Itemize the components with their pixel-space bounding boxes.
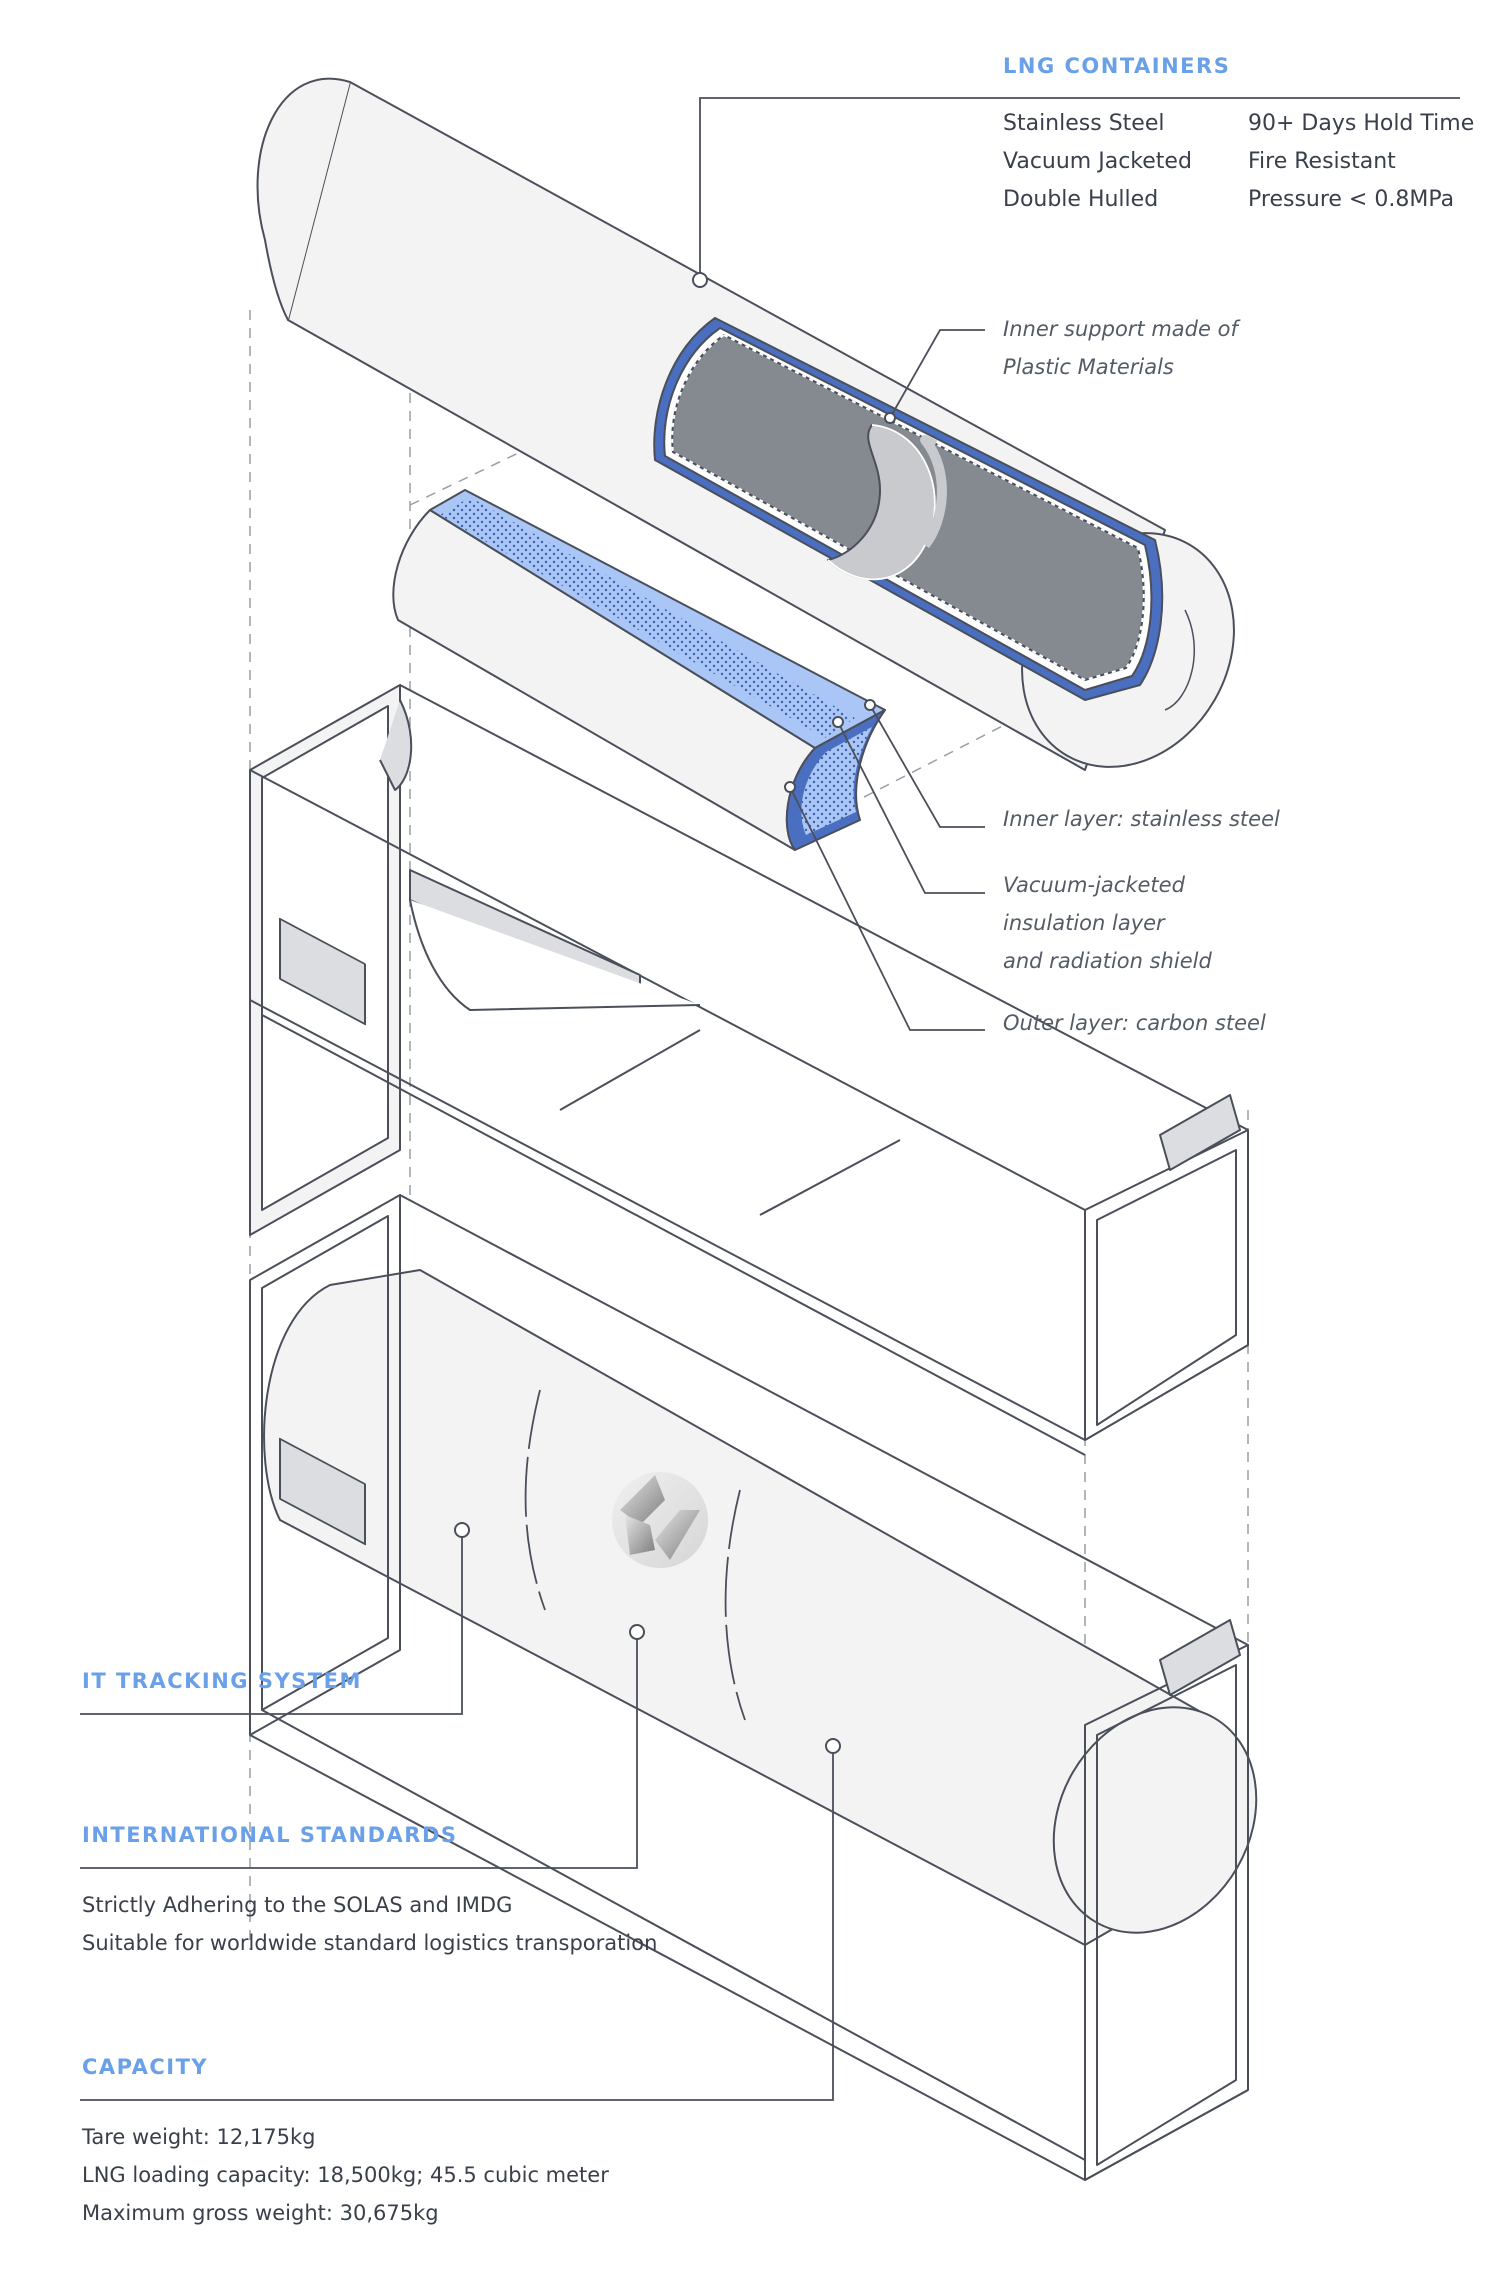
capacity-line: Maximum gross weight: 30,675kg	[82, 2201, 439, 2225]
it-tracking-heading: IT TRACKING SYSTEM	[82, 1669, 362, 1693]
capacity-line: Tare weight: 12,175kg	[82, 2125, 316, 2149]
feature-item: 90+ Days Hold Time	[1248, 111, 1475, 136]
feature-item: Stainless Steel	[1003, 111, 1165, 136]
capacity-line: LNG loading capacity: 18,500kg; 45.5 cub…	[82, 2163, 609, 2187]
lng-features-right: 90+ Days Hold Time Fire Resistant Pressu…	[1248, 105, 1474, 219]
callout-line: Plastic Materials	[1003, 355, 1174, 379]
capacity-text: Tare weight: 12,175kg LNG loading capaci…	[82, 2118, 609, 2232]
shell-layers	[392, 489, 886, 851]
capacity-heading: CAPACITY	[82, 2055, 209, 2079]
inner-layer-callout: Inner layer: stainless steel	[1003, 800, 1280, 838]
outer-layer-callout: Outer layer: carbon steel	[1003, 1004, 1266, 1042]
lng-containers-heading: LNG CONTAINERS	[1003, 54, 1231, 78]
callout-line: Inner support made of	[1003, 317, 1238, 341]
standards-line: Strictly Adhering to the SOLAS and IMDG	[82, 1893, 513, 1917]
vacuum-layer-callout: Vacuum-jacketed insulation layer and rad…	[1003, 866, 1212, 980]
callout-line: and radiation shield	[1003, 949, 1212, 973]
lng-tank-cutaway	[256, 77, 1235, 771]
international-standards-heading: INTERNATIONAL STANDARDS	[82, 1823, 458, 1847]
feature-item: Fire Resistant	[1248, 149, 1396, 174]
open-frame	[249, 684, 1249, 1456]
lng-features-left: Stainless Steel Vacuum Jacketed Double H…	[1003, 105, 1192, 219]
callout-line: insulation layer	[1003, 911, 1165, 935]
international-standards-text: Strictly Adhering to the SOLAS and IMDG …	[82, 1886, 657, 1962]
feature-item: Vacuum Jacketed	[1003, 149, 1192, 174]
callout-line: Outer layer: carbon steel	[1003, 1011, 1266, 1035]
callout-markers	[454, 272, 896, 1754]
callout-line: Vacuum-jacketed	[1003, 873, 1185, 897]
inner-support-callout: Inner support made of Plastic Materials	[1003, 310, 1238, 386]
feature-item: Double Hulled	[1003, 187, 1159, 212]
callout-line: Inner layer: stainless steel	[1003, 807, 1280, 831]
standards-line: Suitable for worldwide standard logistic…	[82, 1931, 658, 1955]
leader-lines	[80, 97, 1460, 2101]
assembled-container	[249, 1194, 1258, 2181]
feature-item: Pressure < 0.8MPa	[1248, 187, 1455, 212]
company-logo	[612, 1472, 708, 1568]
